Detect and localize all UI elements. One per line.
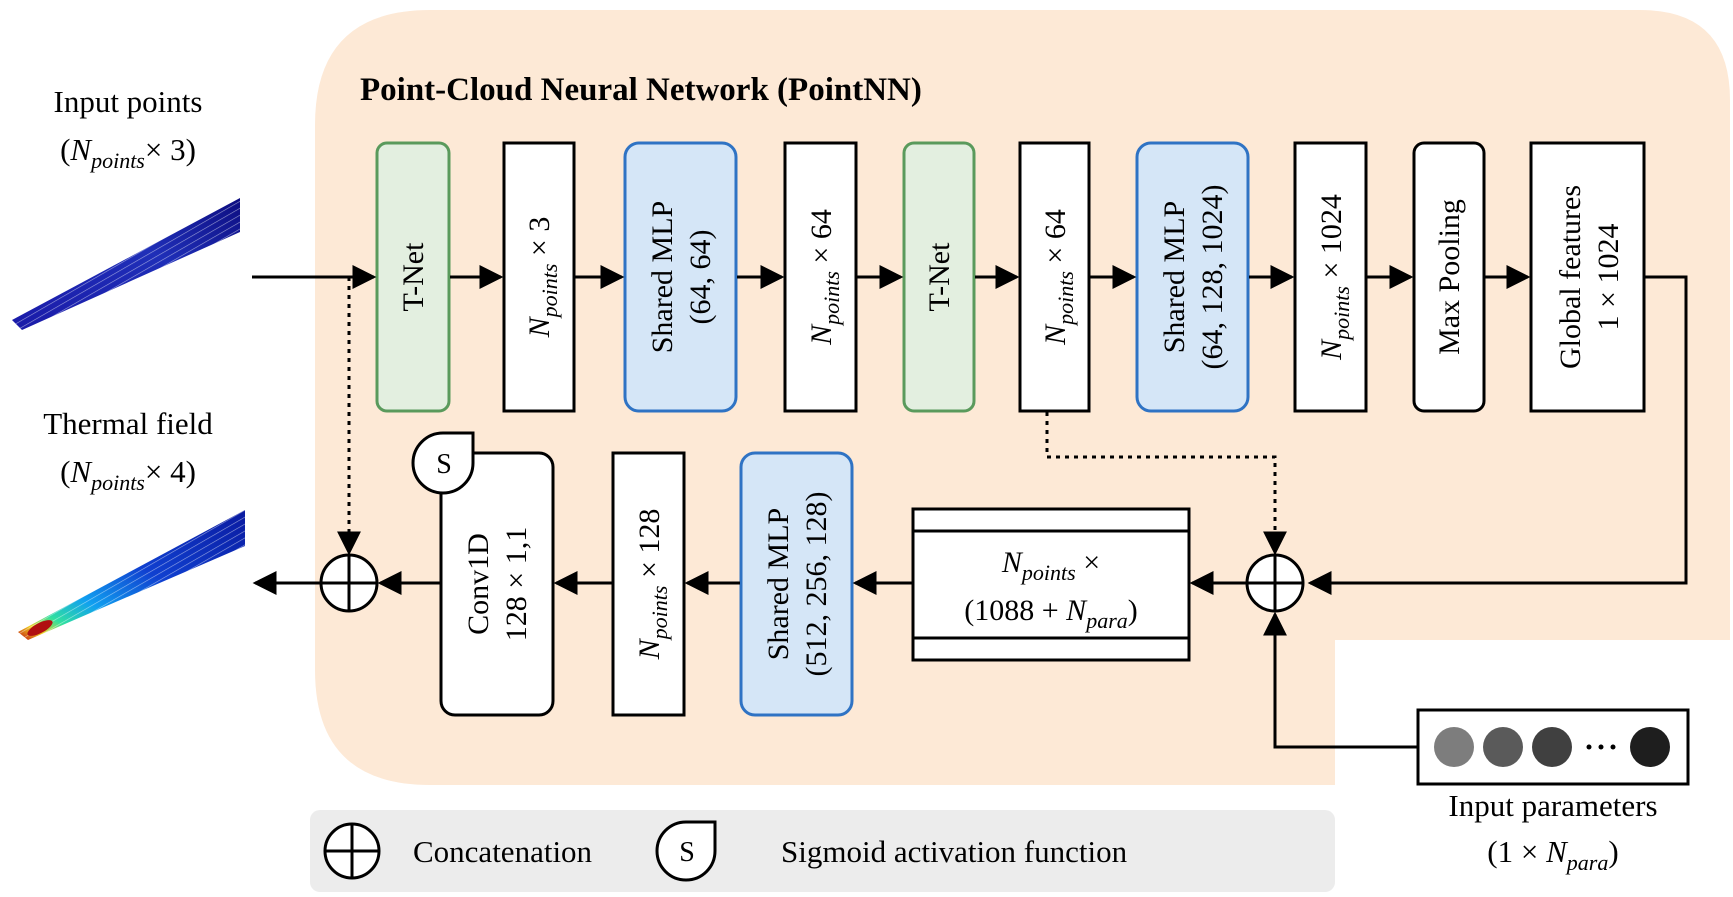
input-points-shape: (Npoints× 3) bbox=[60, 132, 196, 173]
legend-concat-icon bbox=[323, 822, 381, 880]
svg-text:1 × 1024: 1 × 1024 bbox=[1592, 224, 1625, 331]
svg-text:Npoints × 64: Npoints × 64 bbox=[1039, 209, 1078, 346]
shared-mlp-block-512-256-128: Shared MLP (512, 256, 128) bbox=[739, 451, 854, 717]
svg-text:S: S bbox=[436, 449, 452, 480]
legend-sigmoid-label: Sigmoid activation function bbox=[781, 834, 1128, 869]
legend: Concatenation S Sigmoid activation funct… bbox=[310, 810, 1335, 892]
thermal-field-label: Thermal field bbox=[43, 406, 213, 441]
sigmoid-badge: S bbox=[411, 431, 475, 495]
svg-text:Max Pooling: Max Pooling bbox=[1433, 199, 1466, 355]
thermal-field-shape: (Npoints× 4) bbox=[60, 454, 196, 495]
svg-text:Npoints × 128: Npoints × 128 bbox=[633, 509, 672, 661]
concat-feature-block: Npoints × (1088 + Npara) bbox=[911, 507, 1191, 662]
tnet-2-label: T-Net bbox=[923, 242, 956, 312]
svg-text:Npoints × 1024: Npoints × 1024 bbox=[1315, 194, 1354, 361]
feature-block-npoints-1024: Npoints × 1024 bbox=[1293, 141, 1368, 413]
feature-block-npoints-3: Npoints × 3 bbox=[502, 141, 576, 413]
concat-node-left bbox=[319, 553, 379, 613]
input-parameters-vector bbox=[1416, 708, 1690, 786]
svg-text:Npoints × 3: Npoints × 3 bbox=[523, 217, 562, 339]
svg-text:S: S bbox=[679, 837, 695, 868]
concat-node-right bbox=[1245, 553, 1305, 613]
input-parameters-label: Input parameters bbox=[1448, 788, 1657, 823]
feature-block-npoints-128: Npoints × 128 bbox=[611, 451, 686, 717]
feature-block-npoints-64-b: Npoints × 64 bbox=[1018, 141, 1091, 413]
top-row-arrows bbox=[252, 265, 1688, 749]
svg-text:(512, 256, 128): (512, 256, 128) bbox=[800, 492, 833, 677]
svg-text:Conv1D: Conv1D bbox=[462, 533, 495, 635]
svg-text:Shared MLP: Shared MLP bbox=[646, 201, 679, 354]
thermal-field-image bbox=[18, 510, 245, 640]
svg-text:Shared MLP: Shared MLP bbox=[762, 508, 795, 661]
global-features-block: Global features 1 × 1024 bbox=[1529, 141, 1646, 413]
network-title: Point-Cloud Neural Network (PointNN) bbox=[360, 72, 922, 108]
skip-connections bbox=[337, 277, 1287, 556]
svg-text:Npoints × 64: Npoints × 64 bbox=[805, 209, 844, 346]
tnet-block-1: T-Net bbox=[375, 141, 451, 413]
svg-text:Global features: Global features bbox=[1554, 185, 1587, 369]
svg-text:128 × 1,1: 128 × 1,1 bbox=[500, 527, 533, 641]
svg-text:(64, 64): (64, 64) bbox=[684, 230, 717, 325]
svg-text:(1088 + Npara): (1088 + Npara) bbox=[964, 594, 1138, 633]
svg-text:(64, 128, 1024): (64, 128, 1024) bbox=[1196, 185, 1229, 370]
max-pooling-block: Max Pooling bbox=[1412, 141, 1486, 413]
tnet-1-label: T-Net bbox=[397, 242, 430, 312]
shared-mlp-block-64-128-1024: Shared MLP (64, 128, 1024) bbox=[1135, 141, 1250, 413]
legend-concat-label: Concatenation bbox=[413, 834, 593, 869]
input-points-label: Input points bbox=[54, 84, 203, 119]
svg-text:Npoints ×: Npoints × bbox=[1001, 546, 1100, 585]
input-point-cloud-image bbox=[12, 198, 240, 330]
tnet-block-2: T-Net bbox=[902, 141, 976, 413]
svg-text:Shared MLP: Shared MLP bbox=[1158, 201, 1191, 354]
shared-mlp-block-64-64: Shared MLP (64, 64) bbox=[623, 141, 738, 413]
legend-sigmoid-icon: S bbox=[655, 820, 717, 882]
input-parameters-shape: (1 × Npara) bbox=[1487, 834, 1618, 875]
conv1d-block: Conv1D 128 × 1,1 bbox=[439, 451, 555, 717]
feature-block-npoints-64-a: Npoints × 64 bbox=[783, 141, 858, 413]
